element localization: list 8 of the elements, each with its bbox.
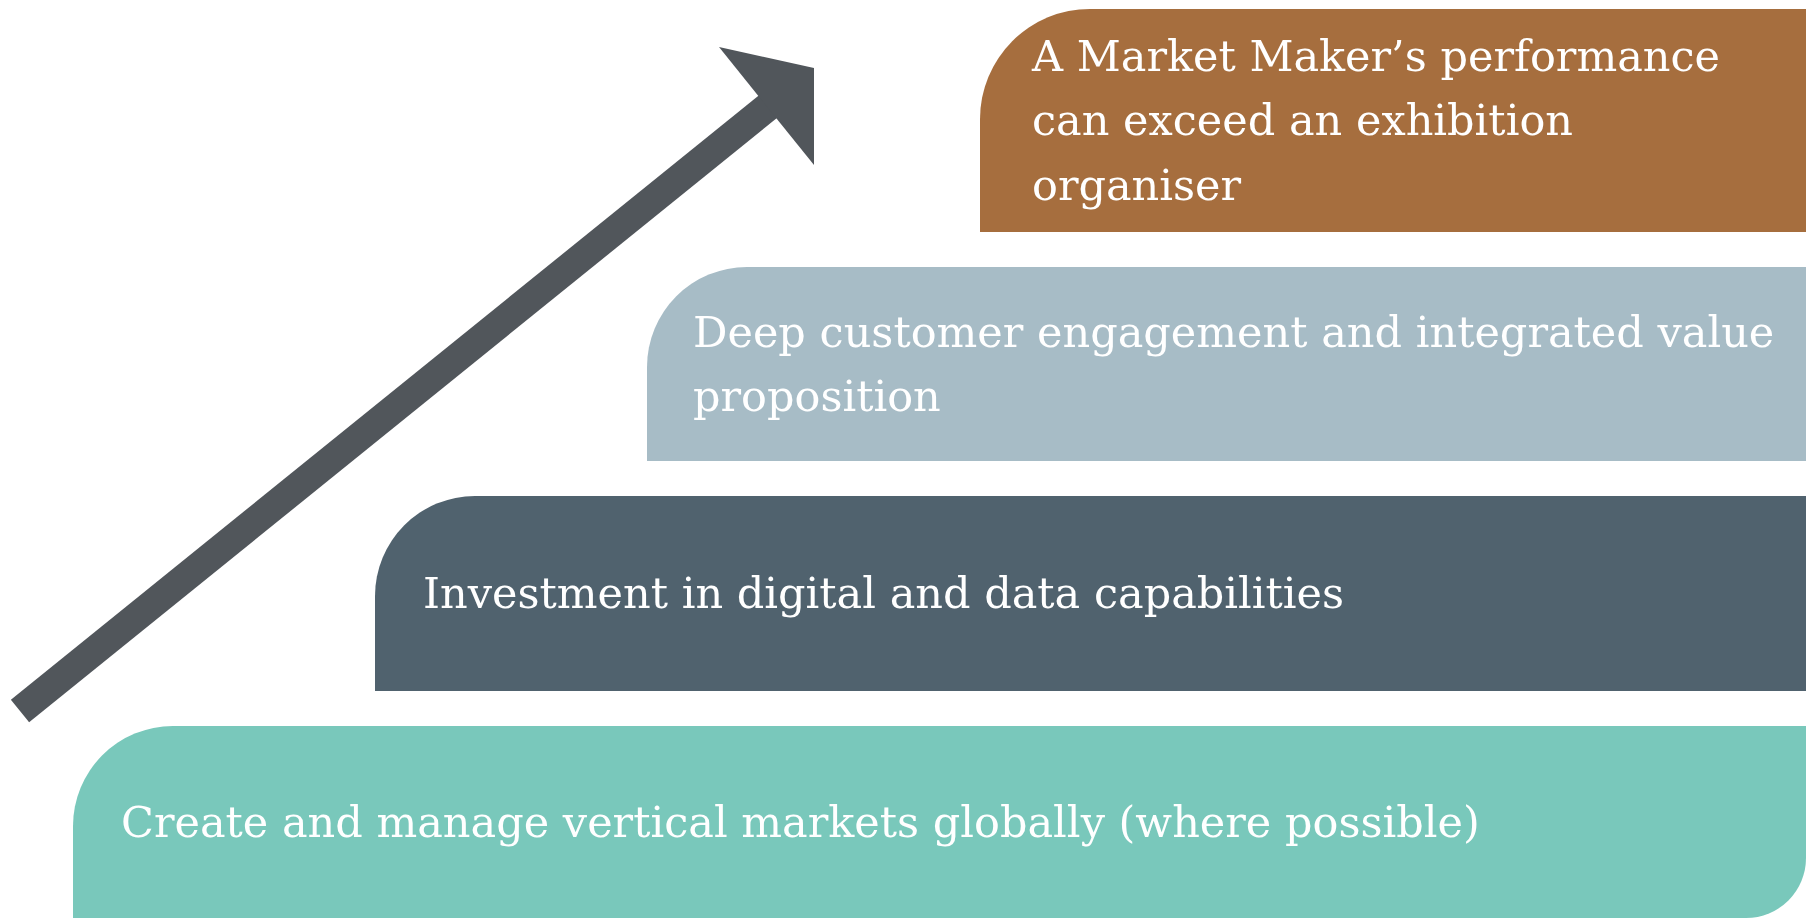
step-band	[647, 267, 1806, 461]
step-label: Create and manage vertical markets globally (where possible)	[121, 795, 1480, 849]
step-band	[73, 726, 1806, 918]
step-band	[980, 9, 1806, 232]
step-label: Investment in digital and data capabilities	[423, 567, 1345, 621]
step-label: A Market Maker’s performance can exceed an exhibition organiser	[1032, 29, 1722, 212]
step-label: Deep customer engagement and integrated value proposition	[693, 305, 1776, 423]
step-band	[375, 496, 1806, 691]
